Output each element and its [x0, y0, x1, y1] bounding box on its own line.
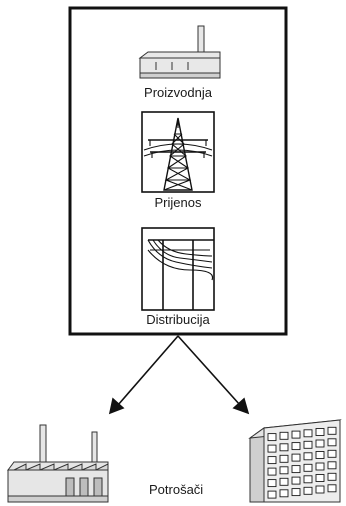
- building-window: [279, 477, 289, 486]
- building-window: [327, 484, 337, 493]
- building-window: [291, 442, 301, 451]
- building-window: [267, 433, 277, 442]
- window-grid: [267, 426, 337, 499]
- building-window: [327, 461, 337, 470]
- building-window: [267, 490, 277, 499]
- distribution-pole-icon: [141, 227, 215, 311]
- building-window: [327, 449, 337, 458]
- building-window: [315, 474, 325, 482]
- building-window: [327, 426, 337, 435]
- arrow-to-factory: [117, 335, 179, 406]
- building-window: [291, 488, 301, 497]
- apartment-building-icon: [248, 419, 342, 503]
- consumers-label: Potrošači: [149, 482, 203, 497]
- building-window: [303, 475, 313, 484]
- building-window: [279, 489, 289, 498]
- building-window: [279, 443, 289, 452]
- stage-label-production: Proizvodnja: [144, 85, 213, 100]
- building-window: [291, 430, 301, 439]
- building-window: [279, 466, 289, 475]
- building-window: [327, 438, 337, 447]
- building-window: [267, 444, 277, 453]
- building-window: [279, 454, 289, 463]
- building-window: [315, 485, 325, 494]
- building-window: [303, 429, 313, 438]
- building-window: [303, 486, 313, 495]
- power-plant-icon: [138, 25, 221, 79]
- building-window: [279, 431, 289, 440]
- arrows: [108, 335, 250, 415]
- arrow-to-building: [177, 335, 241, 406]
- stage-label-transmission: Prijenos: [155, 195, 202, 210]
- building-window: [303, 452, 313, 461]
- building-window: [291, 476, 301, 485]
- building-window: [315, 451, 325, 459]
- system-box: [68, 6, 288, 336]
- building-window: [303, 463, 313, 472]
- stage-label-distribution: Distribucija: [146, 312, 210, 327]
- building-window: [291, 465, 301, 474]
- building-window: [267, 479, 277, 488]
- arrow-head-right: [232, 397, 250, 415]
- building-window: [327, 472, 337, 481]
- building-window: [267, 467, 277, 476]
- building-window: [303, 440, 313, 449]
- transmission-tower-icon: [141, 111, 215, 193]
- arrow-head-left: [108, 397, 125, 415]
- building-window: [315, 428, 325, 436]
- factory-icon: [7, 424, 109, 503]
- building-window: [291, 453, 301, 462]
- building-window: [315, 462, 325, 471]
- building-window: [267, 456, 277, 465]
- building-window: [315, 439, 325, 448]
